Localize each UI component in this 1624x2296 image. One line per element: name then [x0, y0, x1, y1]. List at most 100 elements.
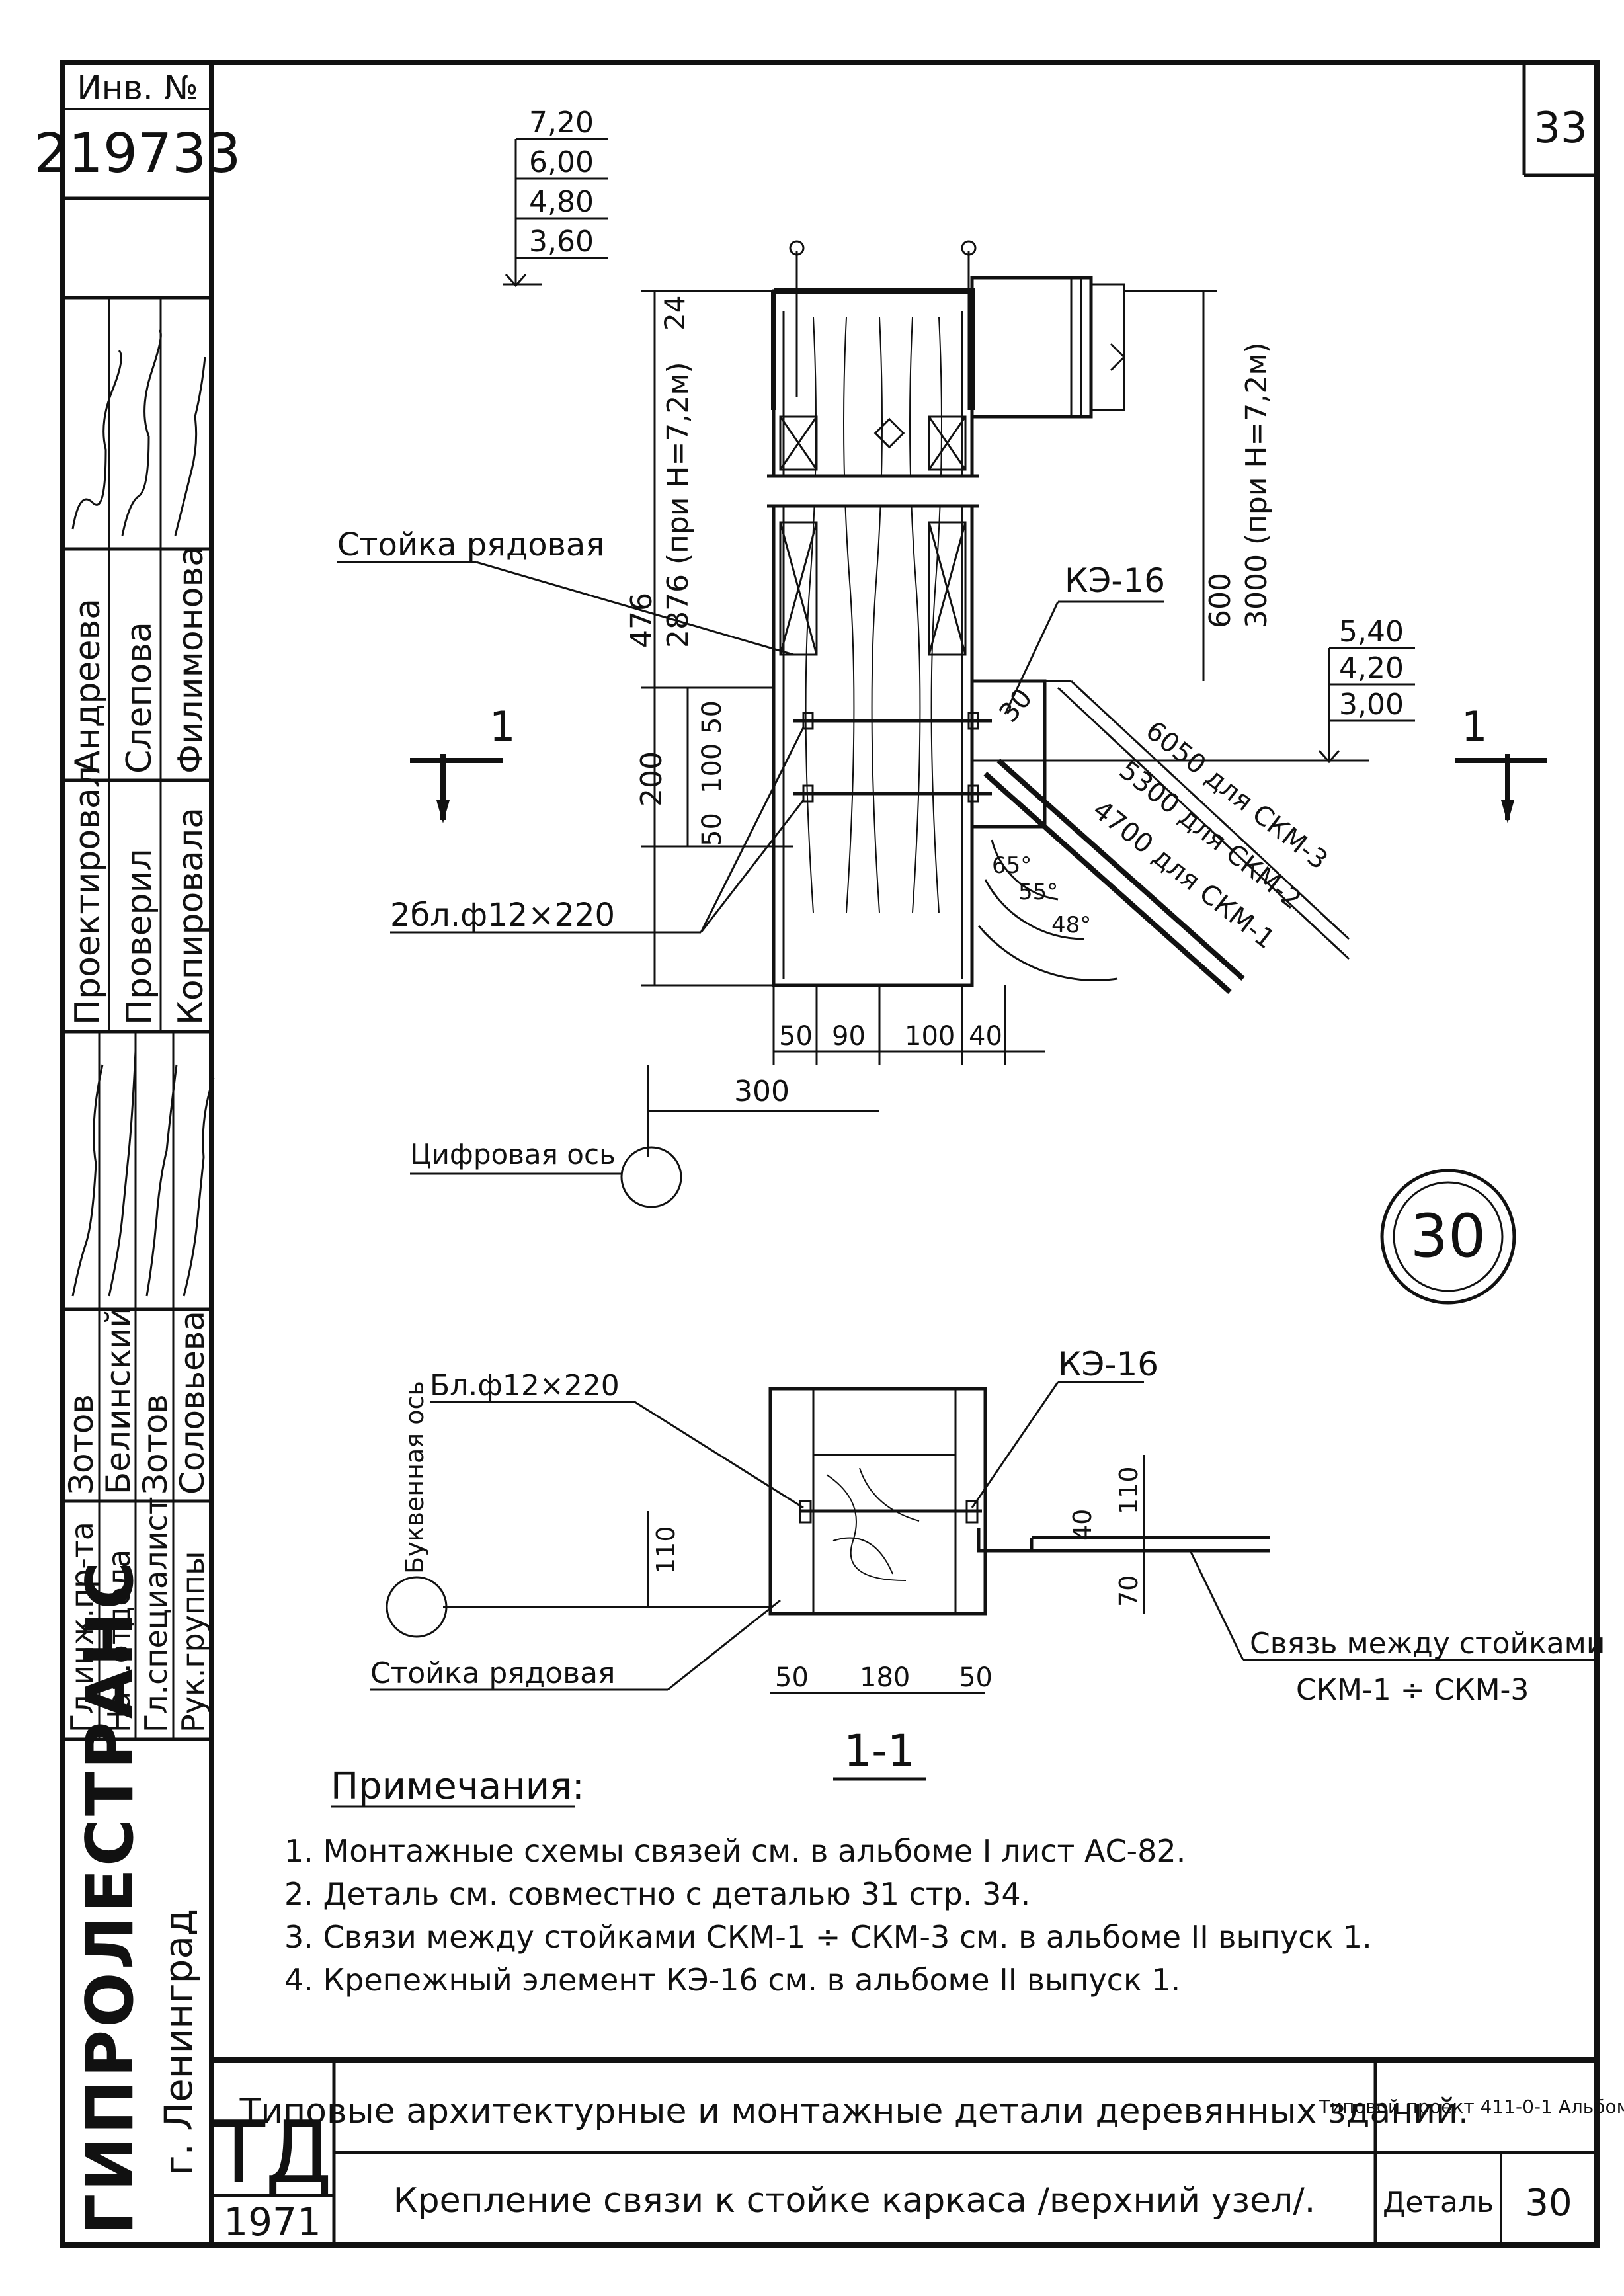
elev-6-00: 6,00 — [529, 145, 594, 179]
section-label-post: Стойка рядовая — [370, 1657, 616, 1690]
project-label: Типовой проект 411-0-1 Альбом III — [1319, 2096, 1624, 2117]
elev-7-20: 7,20 — [529, 106, 594, 140]
dim-200: 200 — [635, 751, 669, 807]
section-label-axis-letter: Буквенная ось — [400, 1381, 429, 1574]
svg-text:1: 1 — [1461, 702, 1487, 751]
section-title: 1-1 — [844, 1725, 915, 1776]
role-department-head: Нач.отдела — [101, 1549, 137, 1733]
elev-right-marks: 5,40 4,20 3,00 — [972, 615, 1415, 764]
dim-476: 476 — [625, 593, 659, 648]
dim-2876: 2876 (при Н=7,2м) — [661, 362, 695, 648]
dim-100: 100 — [697, 743, 727, 794]
elev-4-20: 4,20 — [1339, 651, 1404, 685]
person-department-head: Белинский — [99, 1306, 138, 1495]
year: 1971 — [223, 2199, 321, 2244]
axis-letter-circle — [386, 1576, 448, 1638]
signature-5 — [108, 1051, 137, 1297]
section-label-ke16: КЭ-16 — [1058, 1345, 1158, 1383]
notes: Примечания: 1. Монтажные схемы связей см… — [284, 1765, 1372, 1998]
dim-bottom-50: 50 — [779, 1021, 813, 1051]
detail-circle-inner — [1393, 1181, 1504, 1292]
section-label-brace-range: СКМ-1 ÷ СКМ-3 — [1296, 1673, 1529, 1707]
axis-digital-circle — [620, 1146, 682, 1208]
dim-bottom-100: 100 — [905, 1021, 955, 1051]
roles-b: Гл.инж.пр-та Нач.отдела Гл.специалист Ру… — [64, 1496, 211, 1733]
elev-3-60: 3,60 — [529, 225, 594, 259]
angles: 65° 55° 48° — [977, 839, 1118, 981]
note-2: 2. Деталь см. совместно с деталью 31 стр… — [284, 1876, 1030, 1912]
roles-a: Проектировал Проверил Копировала — [68, 766, 211, 1025]
section-dim-110-right: 110 — [1114, 1466, 1143, 1514]
dim-300: 300 — [734, 1075, 790, 1108]
role-copied: Копировала — [171, 807, 211, 1025]
elev-3-00: 3,00 — [1339, 688, 1404, 721]
bottom-dims: 50 90 100 40 300 — [647, 985, 1045, 1157]
person-checked: Слепова — [120, 622, 159, 774]
detail-circle-number: 30 — [1410, 1202, 1486, 1271]
svg-text:1: 1 — [489, 702, 515, 751]
brace: 6050 для СКМ-3 5300 для СКМ-2 4700 для С… — [983, 680, 1350, 994]
angle-65: 65° — [992, 852, 1032, 879]
section-dim-180: 180 — [860, 1662, 910, 1693]
people-b: Зотов Белинский Зотов Соловьева — [62, 1306, 212, 1495]
angle-55: 55° — [1018, 879, 1058, 905]
role-chief-specialist: Гл.специалист — [138, 1496, 174, 1733]
row-post — [767, 289, 979, 987]
sheet-border — [60, 60, 1600, 2248]
section-mark-right: 1 — [1455, 702, 1547, 823]
role-designed: Проектировал — [68, 766, 108, 1025]
label-row-post: Стойка рядовая — [337, 526, 604, 563]
dim-3000: 3000 (при Н=7,2м) — [1240, 342, 1274, 628]
note-1: 1. Монтажные схемы связей см. в альбоме … — [284, 1833, 1186, 1869]
signature-3 — [174, 356, 206, 536]
org-city: г. Ленинград — [156, 1909, 201, 2176]
person-designed: Андреева — [68, 598, 108, 774]
inv-number: 219733 — [34, 122, 241, 185]
note-4: 4. Крепежный элемент КЭ-16 см. в альбоме… — [284, 1962, 1180, 1998]
signature-6 — [145, 1064, 178, 1297]
left-stamp: Инв. № 219733 Проектировал Проверил Копи… — [34, 69, 241, 2235]
dim-bottom-90: 90 — [832, 1021, 866, 1051]
section-1-1: Бл.ф12×220 КЭ-16 Буквенная ось 110 110 4… — [370, 1345, 1605, 1781]
section-mark-left: 1 — [410, 702, 515, 823]
label-axis-digital: Цифровая ось — [410, 1138, 616, 1170]
person-chief-specialist: Зотов — [136, 1394, 175, 1495]
detail-number: 30 — [1525, 2182, 1572, 2225]
dim-30: 30 — [993, 683, 1038, 729]
dim-bottom-40: 40 — [969, 1021, 1002, 1051]
dim-600: 600 — [1203, 573, 1237, 628]
elev-5-40: 5,40 — [1339, 615, 1404, 649]
left-dims: 24 476 2876 (при Н=7,2м) 50 100 50 200 — [625, 290, 793, 987]
sheet-number: 33 — [1533, 104, 1587, 153]
right-dims: 600 3000 (при Н=7,2м) — [1124, 290, 1274, 681]
notes-title: Примечания: — [331, 1765, 585, 1808]
section-label-bolt: Бл.ф12×220 — [430, 1369, 620, 1403]
inv-label: Инв. № — [77, 69, 198, 107]
detail-circle-outer — [1380, 1168, 1516, 1305]
note-3: 3. Связи между стойками СКМ-1 ÷ СКМ-3 см… — [284, 1919, 1372, 1955]
person-group-leader: Соловьева — [173, 1311, 212, 1495]
td-mark: ТД — [212, 2102, 333, 2203]
dim-24: 24 — [659, 296, 691, 331]
detail-label: Деталь — [1383, 2186, 1494, 2219]
dim-50b: 50 — [697, 813, 727, 846]
label-ke16: КЭ-16 — [1065, 561, 1165, 600]
signature-4 — [71, 1064, 104, 1297]
role-chief-engineer: Гл.инж.пр-та — [64, 1522, 100, 1733]
role-group-leader: Рук.группы — [175, 1551, 211, 1733]
top-bracket — [771, 240, 1126, 449]
signature-7 — [183, 1077, 215, 1297]
section-label-brace: Связь между стойками — [1250, 1627, 1605, 1660]
title-main: Типовые архитектурные и монтажные детали… — [239, 2092, 1469, 2131]
elevation-view: 7,20 6,00 4,80 3,60 — [337, 106, 1547, 1305]
angle-48: 48° — [1051, 912, 1091, 938]
signature-2 — [121, 329, 162, 536]
person-chief-engineer: Зотов — [62, 1394, 101, 1495]
section-dim-40: 40 — [1068, 1509, 1097, 1541]
dim-50a: 50 — [697, 700, 727, 734]
elev-top-marks: 7,20 6,00 4,80 3,60 — [503, 106, 608, 288]
section-dim-50b: 50 — [959, 1662, 993, 1693]
org-name: ГИПРОЛЕСТРАНС — [73, 1559, 148, 2235]
signature-1 — [71, 349, 122, 530]
